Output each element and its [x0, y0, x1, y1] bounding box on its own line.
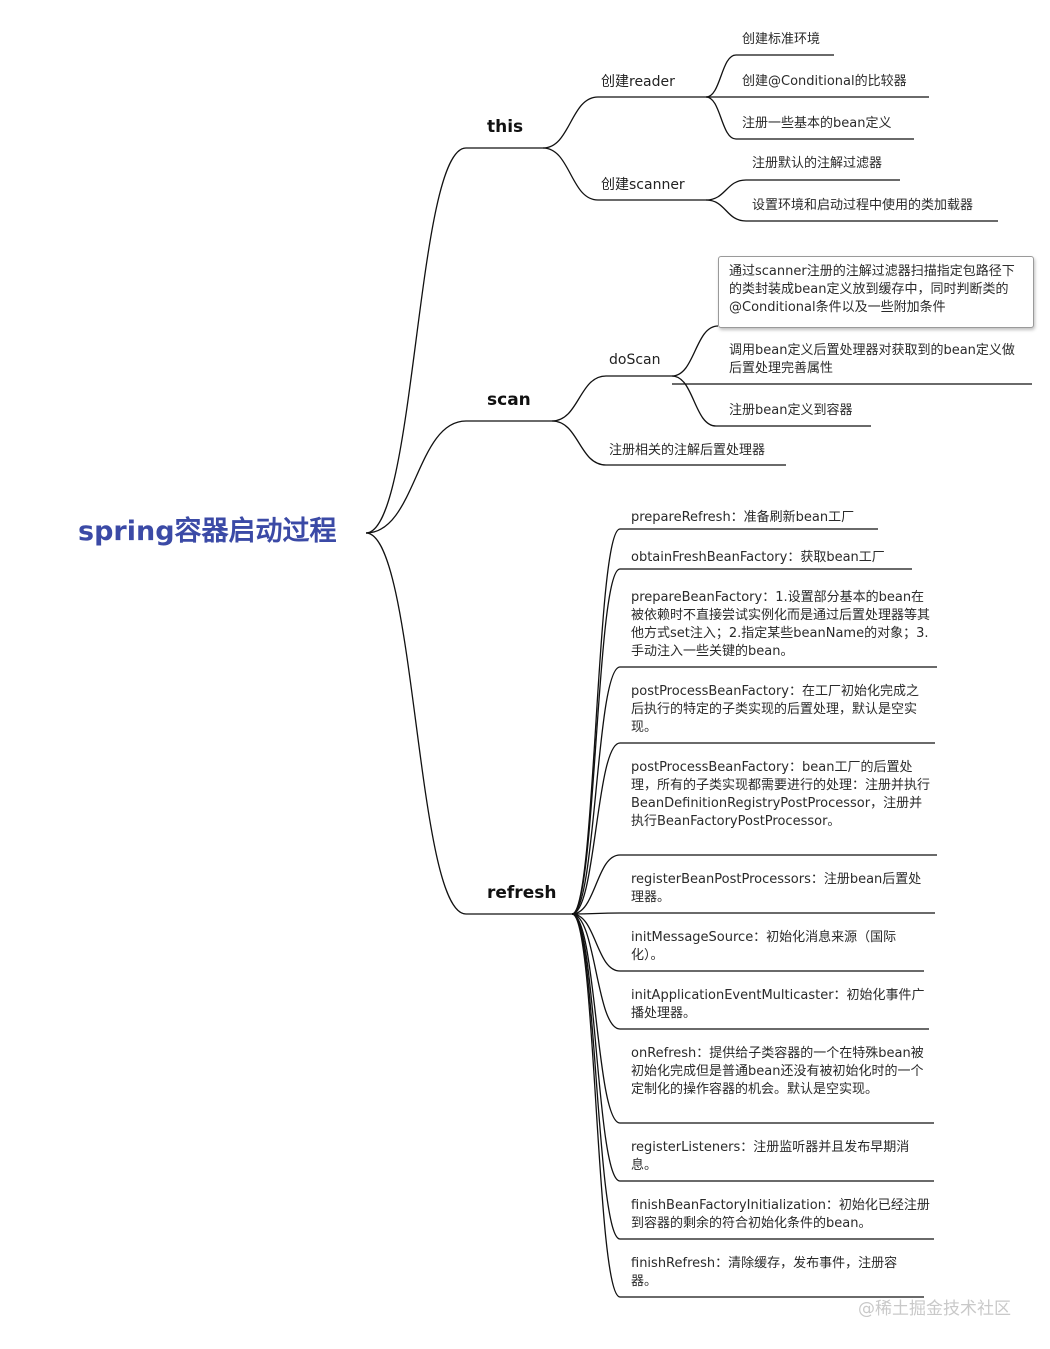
refresh-step-8[interactable]: initApplicationEventMulticaster：初始化事件广播处…	[631, 988, 925, 1021]
refresh-step-1[interactable]: prepareRefresh：准备刷新bean工厂	[631, 510, 855, 525]
leaf-basic-bean-defs[interactable]: 注册一些基本的bean定义	[742, 116, 892, 131]
leaf-classloader[interactable]: 设置环境和启动过程中使用的类加载器	[752, 198, 974, 213]
connector-39	[571, 913, 621, 972]
refresh-step-11[interactable]: finishBeanFactoryInitialization：初始化已经注册到…	[631, 1198, 930, 1231]
leaf-conditional-comparator[interactable]: 创建@Conditional的比较器	[742, 74, 907, 89]
leaf-scan-package: 通过scanner注册的注解过滤器扫描指定包路径下的类封装成bean定义放到缓存…	[729, 264, 1015, 315]
connector-41	[571, 913, 621, 1030]
connector-29	[571, 568, 621, 915]
root-topic[interactable]: spring容器启动过程	[78, 516, 337, 547]
refresh-step-9[interactable]: onRefresh：提供给子类容器的一个在特殊bean被初始化完成但是普通bea…	[631, 1046, 924, 1097]
topic-create-scanner[interactable]: 创建scanner	[601, 177, 685, 193]
refresh-step-7[interactable]: initMessageSource：初始化消息来源（国际化）。	[631, 930, 897, 963]
connector-2	[365, 532, 467, 915]
watermark: @稀土掘金技术社区	[858, 1299, 1011, 1319]
leaf-standard-env[interactable]: 创建标准环境	[742, 32, 821, 47]
connector-35	[571, 854, 621, 915]
connector-6	[542, 96, 599, 149]
connector-0	[365, 147, 467, 534]
topic-annotation-postprocessors[interactable]: 注册相关的注解后置处理器	[609, 443, 766, 458]
connector-33	[571, 742, 621, 915]
connector-1	[365, 420, 467, 534]
refresh-step-3[interactable]: prepareBeanFactory：1.设置部分基本的bean在被依赖时不直接…	[631, 590, 931, 659]
branch-scan[interactable]: scan	[487, 390, 531, 410]
connector-31	[571, 666, 621, 915]
topic-doscan[interactable]: doScan	[609, 352, 661, 368]
connector-10	[705, 54, 737, 98]
connector-15	[705, 179, 747, 201]
refresh-step-4[interactable]: postProcessBeanFactory：在工厂初始化完成之后执行的特定的子…	[631, 684, 919, 735]
refresh-step-5[interactable]: postProcessBeanFactory：bean工厂的后置处理，所有的子类…	[631, 760, 931, 829]
connector-49	[571, 913, 621, 1298]
leaf-scan-package-box[interactable]: 通过scanner注册的注解过滤器扫描指定包路径下的类封装成bean定义放到缓存…	[718, 256, 1034, 328]
branch-refresh[interactable]: refresh	[487, 883, 557, 903]
connector-23	[671, 325, 719, 377]
connector-8	[542, 147, 599, 201]
leaf-default-filters[interactable]: 注册默认的注解过滤器	[752, 156, 883, 171]
refresh-step-12[interactable]: finishRefresh：清除缓存，发布事件，注册容器。	[631, 1256, 898, 1289]
leaf-register-bean-def[interactable]: 注册bean定义到容器	[729, 403, 853, 418]
topic-create-reader[interactable]: 创建reader	[601, 74, 675, 90]
refresh-step-2[interactable]: obtainFreshBeanFactory：获取bean工厂	[631, 550, 885, 565]
connector-43	[571, 913, 621, 1124]
connector-47	[571, 913, 621, 1240]
connector-19	[551, 375, 607, 422]
connector-25	[671, 375, 717, 427]
connector-45	[571, 913, 621, 1182]
connector-37	[571, 912, 621, 915]
connector-13	[705, 96, 737, 140]
connector-17	[705, 199, 747, 222]
connector-21	[551, 420, 607, 466]
leaf-bean-def-postprocess[interactable]: 调用bean定义后置处理器对获取到的bean定义做后置处理完善属性	[729, 343, 1015, 376]
branch-this[interactable]: this	[487, 117, 524, 137]
refresh-step-10[interactable]: registerListeners：注册监听器并且发布早期消息。	[631, 1140, 910, 1173]
connector-27	[571, 528, 621, 915]
refresh-step-6[interactable]: registerBeanPostProcessors：注册bean后置处理器。	[631, 872, 922, 905]
